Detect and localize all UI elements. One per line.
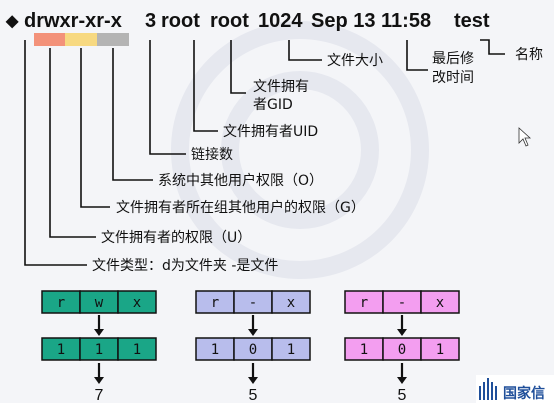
label-gid-line1: 文件拥有 [253,79,309,95]
other-permission-group: r - x 1 0 1 5 [344,290,460,403]
other-swatch [97,33,129,46]
label-other-perm: 系统中其他用户权限（O） [158,172,323,189]
perm-cell [271,290,311,314]
bit-value: 1 [287,342,295,358]
file-name: test [454,10,490,32]
bit-value: 1 [57,342,65,358]
label-mtime-line1: 最后修 [432,51,474,67]
bit-cell [271,337,311,361]
perm-char: x [287,295,295,311]
label-group-perm: 文件拥有者所在组其他用户的权限（G） [116,199,365,216]
group-swatch [65,33,97,46]
modified-date: Sep 13 11:58 [311,10,431,32]
bit-value: 0 [249,342,257,358]
perm-cell [420,290,460,314]
permission-string: drwxr-xr-x [24,10,122,32]
perm-char: - [398,295,406,311]
other-result-arrow-icon [397,363,407,384]
group-permission-group: r - x 1 0 1 5 [195,290,311,403]
bit-value: 1 [133,342,141,358]
bullet-icon: ◆ [5,13,19,30]
bit-cell [420,337,460,361]
other-down-arrow-icon [397,315,407,336]
perm-char: r [57,295,65,311]
group-octal-value: 5 [249,387,258,403]
label-mtime-line2: 改时间 [432,70,474,86]
label-owner-perm: 文件拥有者的权限（U） [101,230,251,246]
group-down-arrow-icon [248,315,258,336]
bit-value: 1 [211,342,219,358]
link-count: 3 [145,10,156,32]
label-gid-line2: 者GID [253,97,293,113]
perm-cell [117,290,157,314]
owner-permission-group: r w x 1 1 1 7 [41,290,157,403]
label-name: 名称 [515,47,543,63]
label-uid: 文件拥有者UID [223,124,318,140]
perm-char: r [211,295,219,311]
bit-value: 1 [95,342,103,358]
owner-result-arrow-icon [94,363,104,384]
perm-char: x [436,295,444,311]
perm-char: - [249,295,257,311]
brand-text: 国家信 [503,385,545,402]
other-octal-value: 5 [398,387,407,403]
group-name: root [210,10,249,32]
owner-name: root [161,10,200,32]
file-size: 1024 [258,10,303,32]
bit-cell [117,337,157,361]
owner-down-arrow-icon [94,315,104,336]
perm-char: w [95,295,104,311]
label-size: 文件大小 [327,53,383,69]
bit-value: 1 [436,342,444,358]
brand-logo-icon [479,378,497,400]
bit-value: 1 [360,342,368,358]
bit-value: 0 [398,342,406,358]
label-file-type: 文件类型：d为文件夹 -是文件 [92,258,278,274]
brand-logo: 国家信 [476,375,554,403]
owner-swatch [34,33,65,46]
watermark-rings [171,21,429,279]
perm-char: x [133,295,141,311]
leader-lines [24,39,505,266]
perm-char: r [360,295,368,311]
label-links: 链接数 [191,146,233,163]
permission-conversion: r w x 1 1 1 7 r - x 1 0 1 5 r - x 1 0 1 5 [41,290,460,403]
group-result-arrow-icon [248,363,258,384]
mouse-cursor-icon [518,127,532,147]
owner-octal-value: 7 [95,387,104,403]
